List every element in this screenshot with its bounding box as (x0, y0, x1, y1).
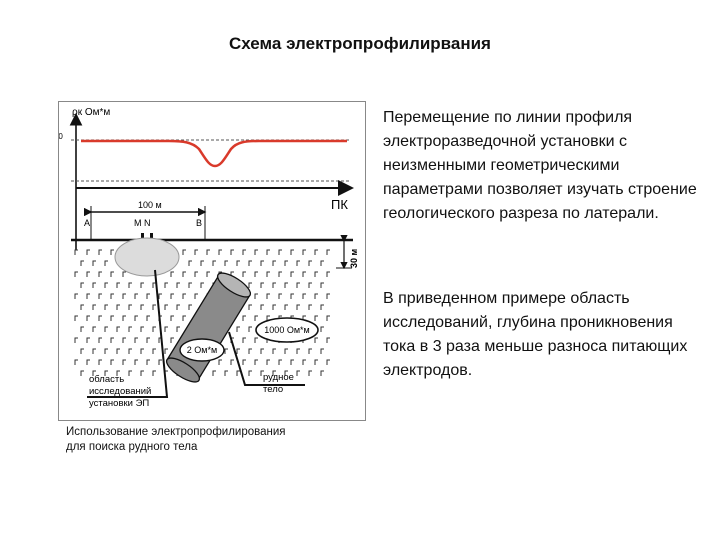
study-area-leader (87, 269, 169, 398)
spacing-label: 100 м (138, 200, 162, 210)
diagram-figure: ρк Ом*м 1000 10 ПК 100 м A M N B 30 м (58, 101, 366, 421)
study-area-label-line2: исследований (89, 386, 151, 397)
electrode-m (141, 233, 144, 241)
electrode-mn-label: M N (134, 218, 151, 228)
ore-body-label: рудное тело (263, 372, 297, 395)
ore-resistivity-bubble (179, 338, 225, 362)
study-area-ellipse (114, 237, 180, 277)
figure-caption: Использование электропрофилирования для … (66, 426, 286, 453)
x-axis-label: ПК (331, 197, 348, 212)
study-area-label-line1: область (89, 374, 124, 385)
ore-body-label-line1: рудное (263, 372, 294, 383)
description-paragraph-1: Перемещение по линии профиля электроразв… (383, 109, 697, 222)
y-axis-label: ρк Ом*м (72, 107, 110, 118)
description-paragraph-2: В приведенном примере область исследован… (383, 290, 688, 379)
tick-1000: 1000 (59, 132, 63, 141)
study-area-label: область исследований установки ЭП (89, 374, 154, 409)
host-resistivity-bubble (255, 317, 319, 343)
page-title: Схема электропрофилирвания (229, 34, 491, 53)
ore-body-label-line2: тело (263, 384, 283, 395)
host-resistivity-label: 1000 Ом*м (264, 325, 309, 335)
resistivity-curve (81, 139, 347, 168)
depth-label: 30 м (349, 248, 359, 268)
electroprofiling-diagram: ρк Ом*м 1000 10 ПК 100 м A M N B 30 м (59, 107, 359, 409)
electrode-a-label: A (84, 218, 90, 228)
study-area-label-line3: установки ЭП (89, 398, 149, 409)
ore-resistivity-label: 2 Ом*м (187, 345, 217, 355)
electrode-b-label: B (196, 218, 202, 228)
electrode-n (150, 233, 153, 241)
ore-body-leader (228, 331, 305, 386)
